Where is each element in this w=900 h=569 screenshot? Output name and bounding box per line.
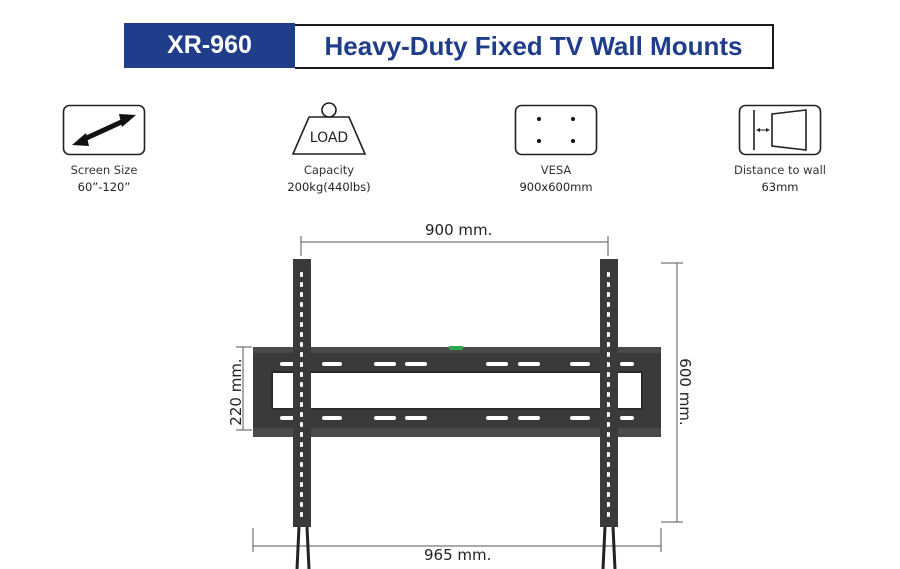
level-bubble xyxy=(449,346,463,350)
spec-value: 900x600mm xyxy=(519,180,593,194)
tv-arm-right xyxy=(600,259,618,569)
wall-distance-icon xyxy=(738,104,822,156)
spec-vesa: VESA 900x600mm xyxy=(481,104,631,196)
spec-label: Capacity xyxy=(303,163,355,177)
load-icon-text: LOAD xyxy=(310,130,348,146)
spec-label: Screen Size xyxy=(70,163,138,177)
tv-arm-left xyxy=(293,259,311,569)
double-arrow-icon xyxy=(62,104,146,156)
weight-load-icon: LOAD xyxy=(291,102,367,155)
dim-top-width: 900 mm. xyxy=(425,221,493,239)
spec-value: 60”-120” xyxy=(77,180,131,194)
dimension-lines xyxy=(236,236,683,552)
spec-value: 63mm xyxy=(761,180,799,194)
product-title: Heavy-Duty Fixed TV Wall Mounts xyxy=(295,24,774,69)
spec-screen-size: Screen Size 60”-120” xyxy=(29,104,179,196)
dim-left-height: 220 mm. xyxy=(227,358,245,426)
spec-distance: Distance to wall 63mm xyxy=(705,104,855,196)
wall-plate xyxy=(253,346,661,437)
spec-value: 200kg(440lbs) xyxy=(287,180,371,194)
spec-capacity: LOAD Capacity 200kg(440lbs) xyxy=(254,102,404,196)
vesa-pattern-icon xyxy=(514,104,598,156)
spec-label: VESA xyxy=(540,163,572,177)
dim-bottom-width: 965 mm. xyxy=(424,546,492,564)
spec-label: Distance to wall xyxy=(734,163,826,177)
dim-right-height: 600 mm. xyxy=(676,358,694,426)
model-badge: XR-960 xyxy=(124,23,295,68)
